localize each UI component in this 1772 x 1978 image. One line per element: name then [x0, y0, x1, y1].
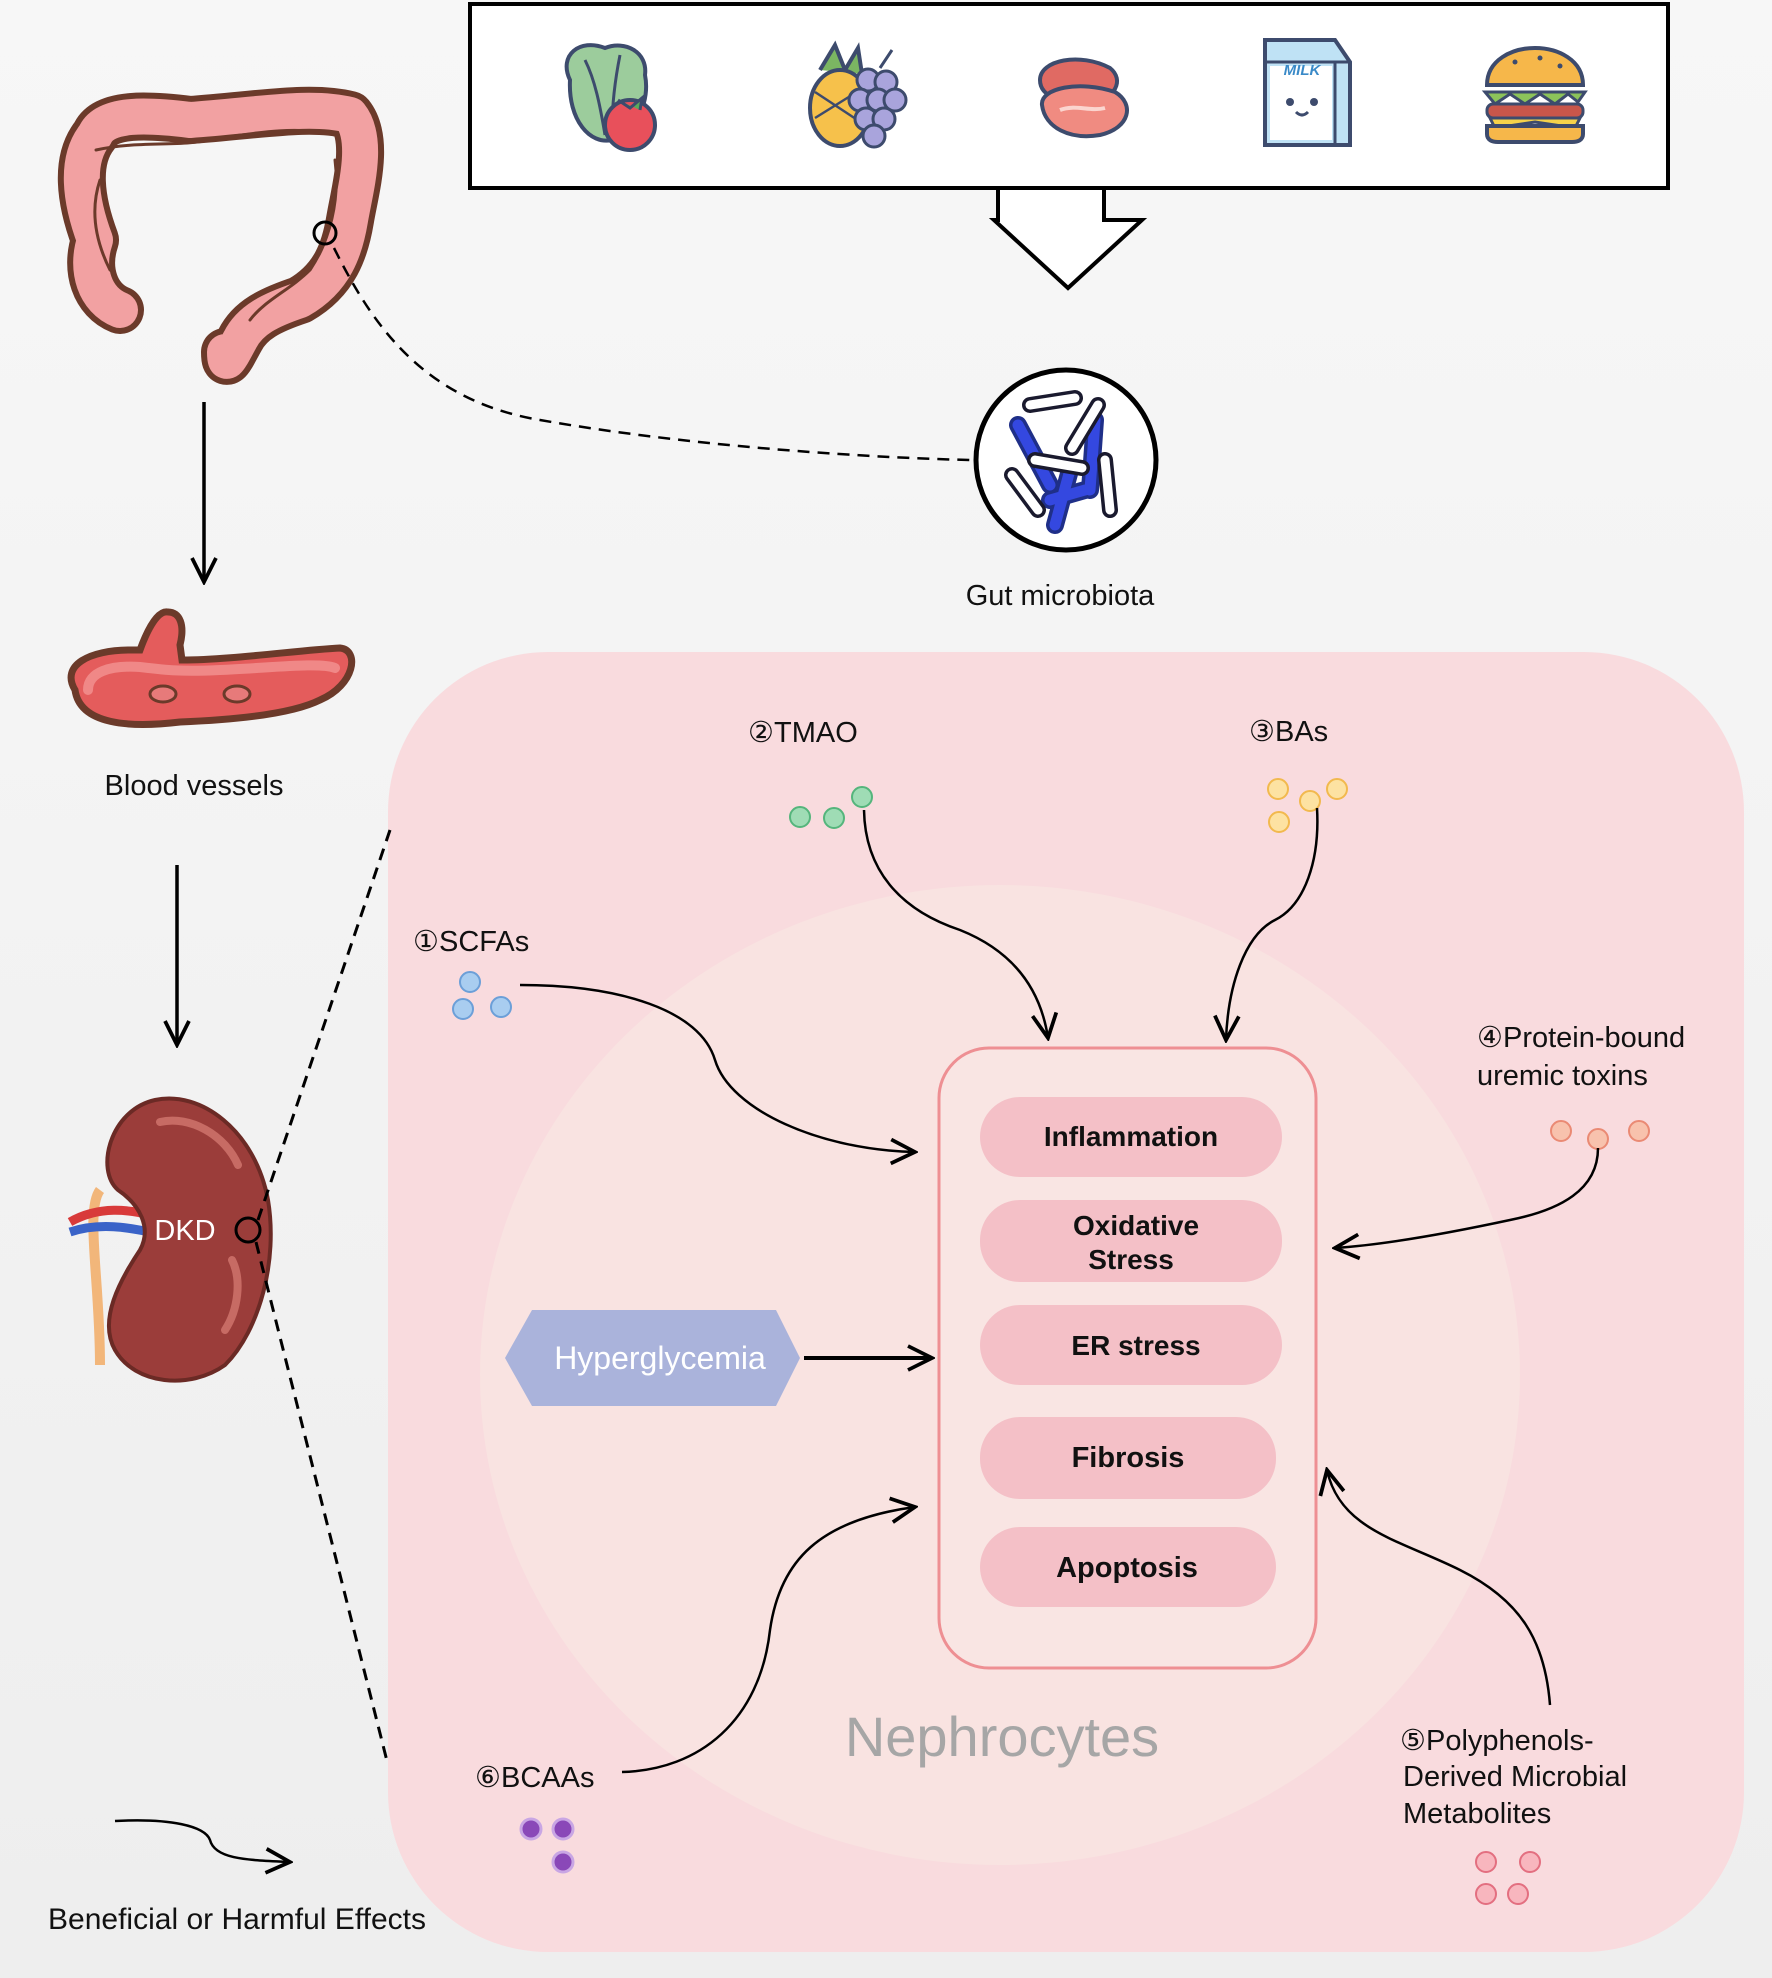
pbut-arrow — [1335, 1147, 1600, 1248]
pbut-label-2: uremic toxins — [1477, 1060, 1648, 1092]
nephrocytes-label: Nephrocytes — [845, 1705, 1159, 1768]
intestine-to-microbiota-dashed — [332, 247, 971, 462]
pbut-label-1: ④Protein-bound — [1477, 1022, 1685, 1054]
dkd-label: DKD — [154, 1215, 215, 1247]
bcaas-arrow — [621, 1507, 915, 1774]
effect-fibrosis: Fibrosis — [980, 1417, 1276, 1499]
milk-icon: MILK — [1263, 38, 1352, 147]
bcaas-label: ⑥BCAAs — [475, 1762, 594, 1794]
gut-microbiota-label: Gut microbiota — [966, 580, 1155, 612]
tmao-label: ②TMAO — [748, 717, 858, 749]
zoom-dashed-upper — [256, 829, 392, 1221]
poly-arrow — [1327, 1470, 1552, 1706]
effect-er-stress-label: ER stress — [1071, 1330, 1200, 1361]
bas-label: ③BAs — [1249, 716, 1328, 748]
kidney-zoom-marker — [234, 1216, 262, 1244]
burger-icon — [1481, 45, 1588, 144]
meat-icon — [1037, 57, 1129, 139]
bas-arrow — [1226, 807, 1319, 1040]
zoom-dashed-lower — [254, 1241, 390, 1766]
legend-label: Beneficial or Harmful Effects — [48, 1903, 426, 1936]
intestine-icon — [57, 86, 385, 385]
food-chevron-arrow — [988, 190, 1148, 291]
bacteria-icon — [1004, 390, 1118, 534]
effect-inflammation: Inflammation — [980, 1097, 1282, 1177]
effect-oxidative-stress: Oxidative Stress — [980, 1200, 1282, 1282]
scfas-dots — [452, 971, 512, 1020]
legend-arrow — [114, 1819, 290, 1862]
poly-dots — [1475, 1851, 1541, 1905]
bas-dots — [1267, 778, 1348, 833]
blood-vessels-label: Blood vessels — [105, 770, 284, 802]
effect-inflammation-label: Inflammation — [1044, 1121, 1218, 1152]
poly-label-1: ⑤Polyphenols- — [1400, 1725, 1594, 1757]
effect-fibrosis-label: Fibrosis — [1072, 1442, 1185, 1474]
pbut-dots — [1550, 1120, 1650, 1150]
kidney-icon — [67, 1096, 273, 1383]
vegetables-icon — [564, 43, 657, 152]
bcaas-dots — [519, 1817, 575, 1874]
tmao-dots — [789, 786, 873, 829]
effect-oxidative-label-1: Oxidative — [1073, 1210, 1199, 1241]
effect-apoptosis: Apoptosis — [980, 1527, 1276, 1607]
intestine-zoom-marker — [312, 220, 338, 246]
poly-label-3: Metabolites — [1403, 1798, 1551, 1830]
tmao-arrow — [862, 809, 1048, 1038]
scfas-label: ①SCFAs — [413, 926, 529, 958]
scfas-arrow — [519, 983, 915, 1152]
poly-label-2: Derived Microbial — [1403, 1761, 1627, 1793]
effect-er-stress: ER stress — [980, 1305, 1282, 1385]
effect-oxidative-label-2: Stress — [1088, 1244, 1174, 1275]
milk-label: MILK — [1284, 62, 1322, 79]
hyperglycemia-label: Hyperglycemia — [554, 1340, 766, 1376]
blood-vessel-icon — [67, 608, 356, 728]
effect-apoptosis-label: Apoptosis — [1056, 1552, 1198, 1584]
fruits-icon — [808, 40, 908, 149]
hyperglycemia-shape — [505, 1310, 800, 1406]
